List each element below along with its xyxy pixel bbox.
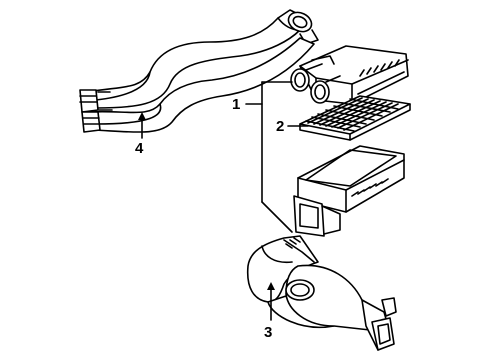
- leader-lines: [138, 81, 309, 321]
- leader-1-bottom: [261, 201, 293, 233]
- callout-3-label: 3: [264, 324, 273, 341]
- arrow-4: [138, 112, 146, 120]
- part-3-resonator: [246, 235, 397, 351]
- part-1-air-cleaner-housing: [293, 145, 405, 237]
- part-1-air-cleaner-cover: [290, 45, 409, 105]
- part-2-filter-element: [299, 95, 411, 141]
- arrow-3: [267, 282, 275, 290]
- callout-4-label: 4: [135, 140, 144, 157]
- callout-2-label: 2: [276, 118, 285, 135]
- callout-1-label: 1: [232, 96, 241, 113]
- part-4-intake-tube: [79, 9, 319, 133]
